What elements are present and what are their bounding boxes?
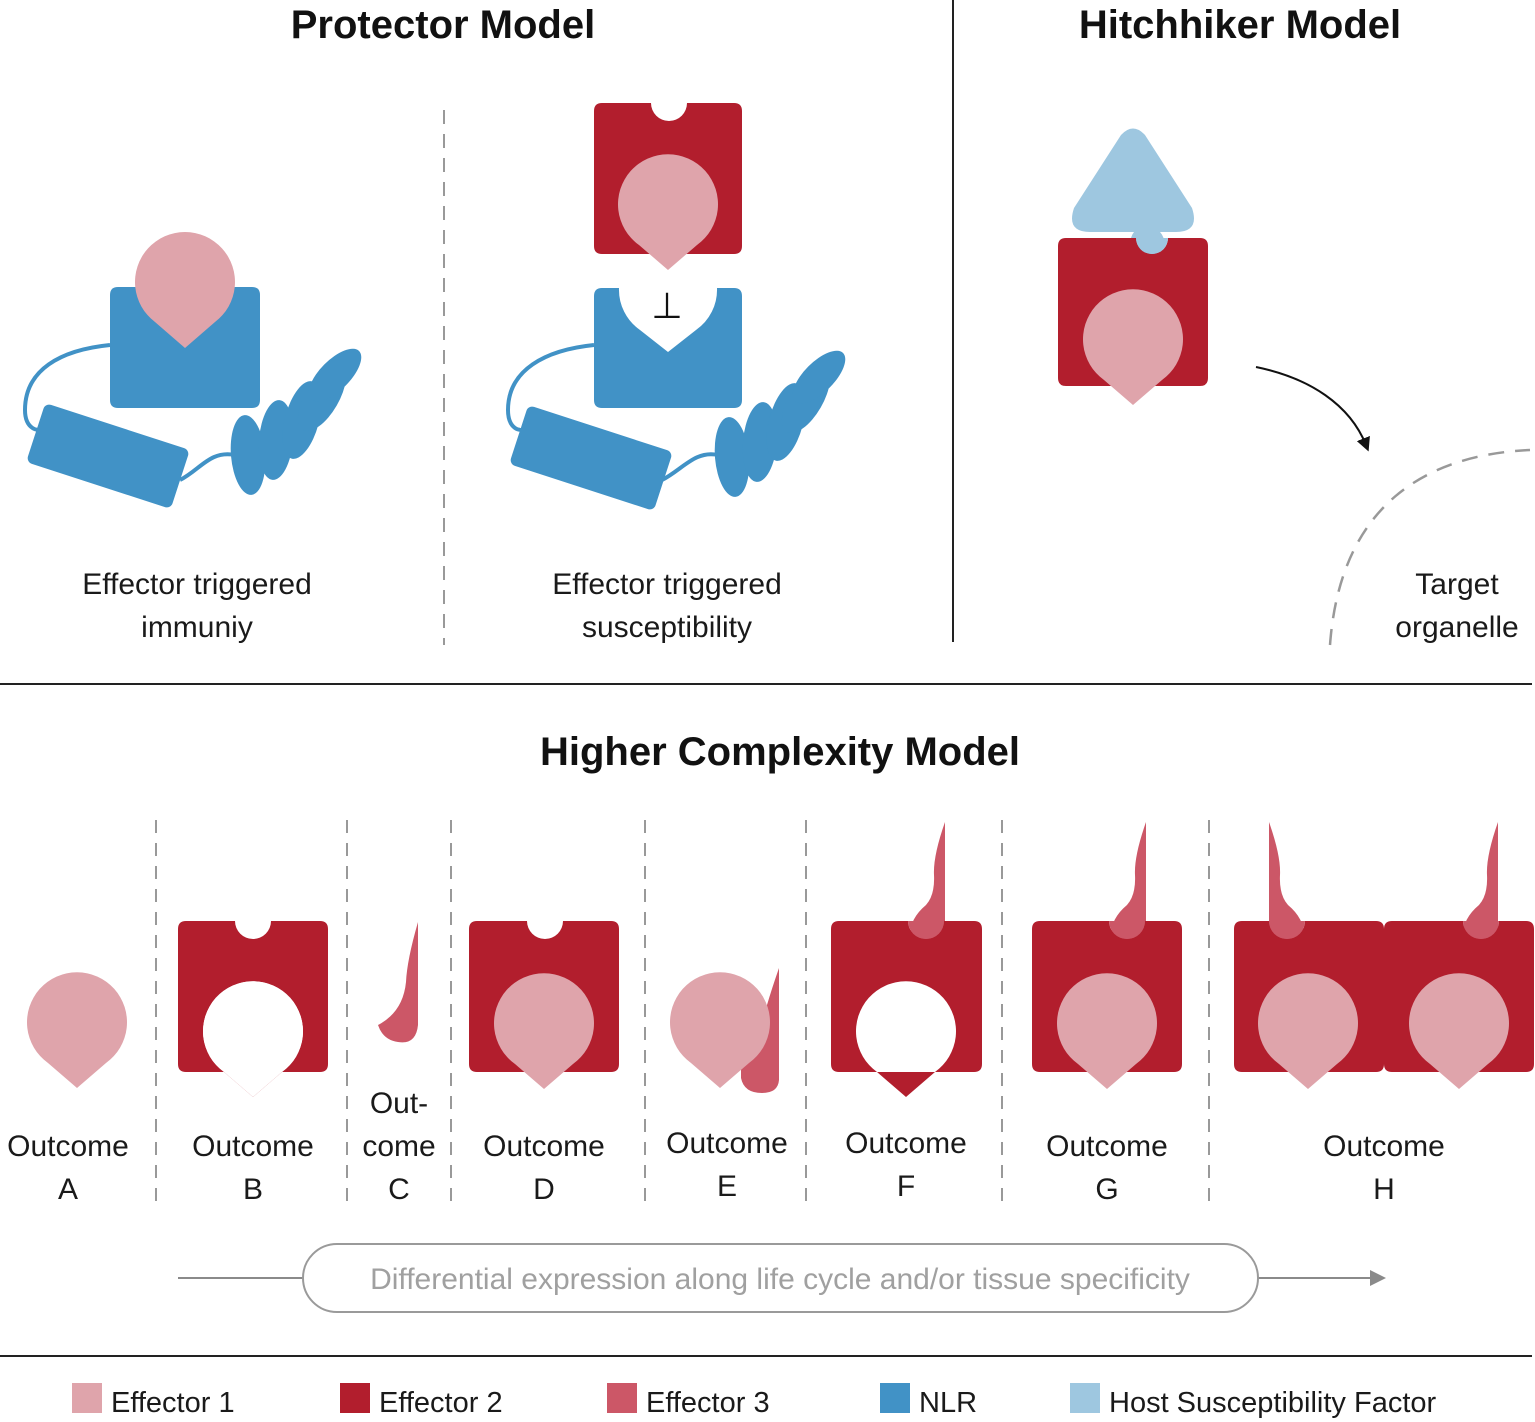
nlr-linker <box>22 343 111 432</box>
effector3-shape <box>378 922 418 1043</box>
outcome-d-illustration <box>469 921 619 1089</box>
nlr-linker-right <box>661 452 719 482</box>
effector3-knob-right <box>1463 921 1499 939</box>
outcome-h-label-line2: H <box>1373 1173 1395 1206</box>
hitchhiker-illustration: Target organelle <box>1058 128 1531 646</box>
outcome-a-illustration <box>26 972 128 1088</box>
outcome-f-illustration <box>831 822 982 1097</box>
effector3-knob-left <box>1269 921 1305 939</box>
nlr-linker-right <box>179 452 236 482</box>
outcome-c-label-line1: Out- <box>370 1087 428 1120</box>
ets-caption-line1: Effector triggered <box>552 568 782 601</box>
target-organelle-line2: organelle <box>1395 611 1518 644</box>
outcome-a-label-line1: Outcome <box>7 1130 129 1163</box>
nlr-lrr-domain <box>230 348 362 495</box>
ets-illustration: ⊥ Effector triggered susceptibility <box>505 103 846 644</box>
legend-swatch-effector2 <box>340 1383 370 1413</box>
effector1-right <box>1409 973 1509 1089</box>
effector2-shape <box>831 921 982 1097</box>
effector3-hook <box>1110 822 1146 940</box>
outcome-g-label-line2: G <box>1095 1173 1118 1206</box>
nlr-body-open <box>594 288 742 408</box>
outcome-a-label-line2: A <box>58 1173 78 1206</box>
outcome-f-label-line2: F <box>897 1170 915 1203</box>
effector3-hook-left <box>1269 822 1305 940</box>
legend-swatch-host-factor <box>1070 1383 1100 1413</box>
legend: Effector 1 Effector 2 Effector 3 NLR Hos… <box>72 1383 1437 1419</box>
flow-label: Differential expression along life cycle… <box>370 1263 1190 1296</box>
eti-caption-line1: Effector triggered <box>82 568 312 601</box>
inhibition-symbol: ⊥ <box>651 286 682 327</box>
nlr-linker <box>505 343 595 432</box>
transport-arrow <box>1255 366 1370 452</box>
effector1-left <box>1258 973 1358 1089</box>
legend-swatch-effector3 <box>607 1383 637 1413</box>
outcome-h-label-line1: Outcome <box>1323 1130 1445 1163</box>
effector1-shape <box>1057 973 1157 1089</box>
divider-lines <box>0 0 1532 1357</box>
effector3-hook-right <box>1462 822 1498 940</box>
ets-caption-line2: susceptibility <box>582 611 752 644</box>
effector1-pocket-empty <box>203 981 303 1097</box>
outcome-g-illustration <box>1032 822 1182 1089</box>
outcome-b-label-line1: Outcome <box>192 1130 314 1163</box>
outcome-e-label-line1: Outcome <box>666 1127 788 1160</box>
hitchhiker-model-title: Hitchhiker Model <box>1079 3 1401 47</box>
nlr-domain-rect <box>27 404 189 508</box>
target-organelle-membrane <box>1328 448 1531 646</box>
host-factor-knob <box>1136 238 1168 254</box>
target-organelle-line1: Target <box>1415 568 1499 601</box>
nlr-domain-rect <box>510 406 672 510</box>
protector-model-title: Protector Model <box>291 3 595 47</box>
effector1-shape <box>493 973 594 1089</box>
effector1-hitchhiker <box>1083 289 1183 405</box>
outcome-d-label-line2: D <box>533 1173 555 1206</box>
host-susceptibility-factor <box>1072 128 1194 260</box>
effector1-shape <box>669 972 770 1088</box>
legend-label-effector3: Effector 3 <box>646 1387 770 1419</box>
outcome-c-label-line3: C <box>388 1173 410 1206</box>
nlr-lrr-domain <box>714 350 846 497</box>
outcome-c-label-line2: come <box>362 1130 435 1163</box>
effector3-knob <box>1109 921 1145 939</box>
outcome-labels: Outcome A Outcome B Out- come C Outcome … <box>7 1087 1445 1206</box>
outcome-e-label-line2: E <box>717 1170 737 1203</box>
effector3-knob <box>908 921 944 939</box>
outcome-d-label-line1: Outcome <box>483 1130 605 1163</box>
legend-swatch-effector1 <box>72 1383 102 1413</box>
higher-complexity-model-title: Higher Complexity Model <box>540 730 1020 774</box>
effector2-shape <box>178 921 328 1097</box>
outcome-b-illustration <box>178 921 328 1097</box>
eti-illustration: Effector triggered immuniy <box>22 232 362 644</box>
expression-flow: Differential expression along life cycle… <box>178 1243 1386 1313</box>
legend-label-effector2: Effector 2 <box>379 1387 503 1419</box>
outcome-f-label-line1: Outcome <box>845 1127 967 1160</box>
legend-label-host-factor: Host Susceptibility Factor <box>1109 1387 1437 1419</box>
outcome-separators <box>155 820 1210 1205</box>
flow-label-box <box>302 1243 1259 1313</box>
outcome-e-illustration <box>669 968 779 1093</box>
legend-swatch-nlr <box>880 1383 910 1413</box>
legend-label-nlr: NLR <box>919 1387 977 1419</box>
outcome-g-label-line1: Outcome <box>1046 1130 1168 1163</box>
outcome-b-label-line2: B <box>243 1173 263 1206</box>
legend-label-effector1: Effector 1 <box>111 1387 235 1419</box>
outcome-h-illustration <box>1234 822 1534 1089</box>
eti-caption-line2: immuniy <box>141 611 253 644</box>
effector3-hook <box>909 822 945 940</box>
effector1-shape <box>26 972 128 1088</box>
outcome-c-illustration <box>378 922 418 1043</box>
effector1-eti <box>134 232 235 348</box>
effector1-ets <box>617 154 718 270</box>
